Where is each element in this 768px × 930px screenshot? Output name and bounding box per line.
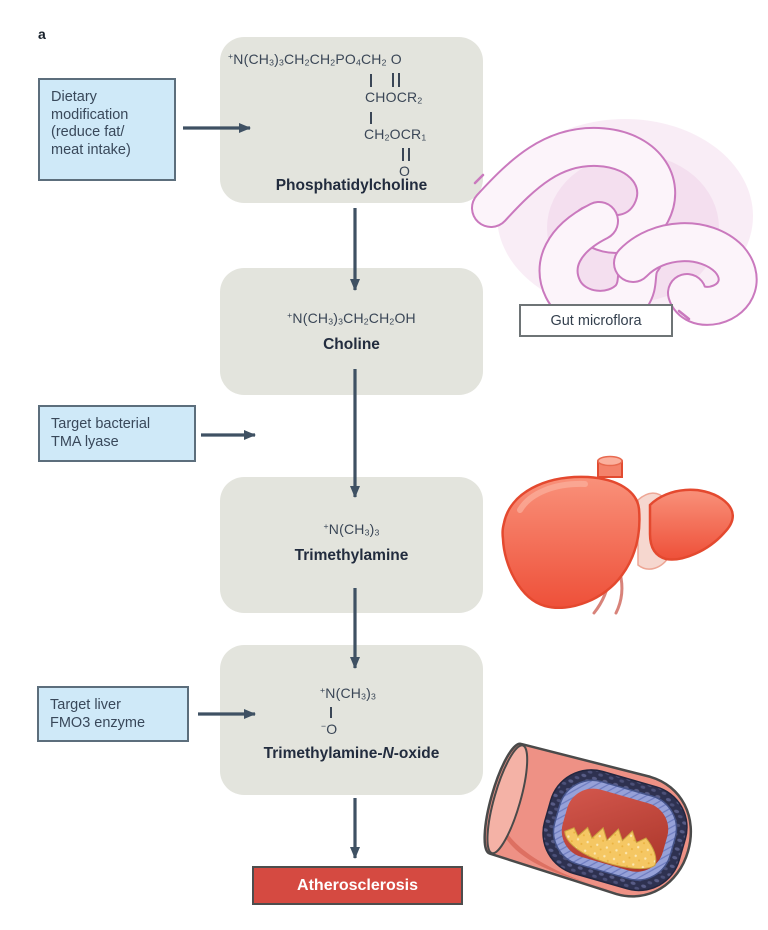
atherosclerotic-artery-illustration [483, 742, 693, 898]
chemical-bond-single [330, 707, 332, 718]
compound-name-trimethylamine: Trimethylamine [294, 547, 409, 564]
atherosclerosis-outcome-box: Atherosclerosis [252, 866, 463, 905]
phosphatidylcholine-formula-line1: +N(CH3)3CH2CH2PO4CH2 O [228, 51, 402, 68]
chemical-bond-double [402, 148, 410, 161]
gut-microflora-label-text: Gut microflora [550, 312, 642, 329]
compound-box-choline: +N(CH3)3CH2CH2OH Choline [220, 268, 483, 395]
intervention-box-tma-lyase: Target bacterial TMA lyase [38, 405, 196, 462]
vena-cava-opening [597, 455, 623, 467]
gut-microflora-label: Gut microflora [519, 304, 673, 337]
panel-label: a [38, 26, 46, 42]
liver-right-lobe [648, 488, 734, 561]
choline-formula: +N(CH3)3CH2CH2OH [287, 310, 416, 327]
intervention-box-fmo3: Target liver FMO3 enzyme [37, 686, 189, 742]
atherosclerotic-plaque [564, 826, 657, 870]
trimethylamine-formula: +N(CH3)3 [323, 521, 380, 538]
intestine-illustration [471, 119, 758, 330]
intestine-tube-segment [615, 224, 756, 324]
chemical-bond-single [370, 112, 372, 124]
compound-box-tmao: +N(CH3)3 −O Trimethylamine-N-oxide [220, 645, 483, 795]
tmao-formula-oxide: −O [321, 721, 338, 737]
intervention-box-dietary-modification: Dietary modification (reduce fat/ meat i… [38, 78, 176, 181]
compound-name-tmao: Trimethylamine-N-oxide [263, 745, 440, 762]
phosphatidylcholine-formula-line2: CHOCR2 [365, 89, 423, 106]
chemical-bond-single [370, 74, 372, 87]
liver-highlight [517, 480, 588, 513]
phosphatidylcholine-formula-line3: CH2OCR1 [364, 126, 427, 143]
compound-box-phosphatidylcholine: +N(CH3)3CH2CH2PO4CH2 O CHOCR2 CH2OCR1 O … [220, 37, 483, 203]
artery-wall-shading [498, 816, 613, 891]
phosphatidylcholine-formula-line4: O [399, 163, 411, 179]
artery-group [483, 742, 693, 898]
artery-end-cap [486, 744, 529, 855]
compound-box-trimethylamine: +N(CH3)3 Trimethylamine [220, 477, 483, 613]
compound-name-phosphatidylcholine: Phosphatidylcholine [275, 177, 428, 194]
compound-name-choline: Choline [323, 336, 380, 353]
atherosclerosis-label-text: Atherosclerosis [297, 876, 418, 894]
liver-illustration [501, 455, 734, 615]
intestine-tube-segment [473, 128, 675, 252]
intestine-cut-marks [473, 173, 691, 321]
liver-left-lobe [501, 475, 641, 610]
chemical-bond-double [392, 73, 400, 87]
tmao-formula: +N(CH3)3 [320, 685, 376, 702]
